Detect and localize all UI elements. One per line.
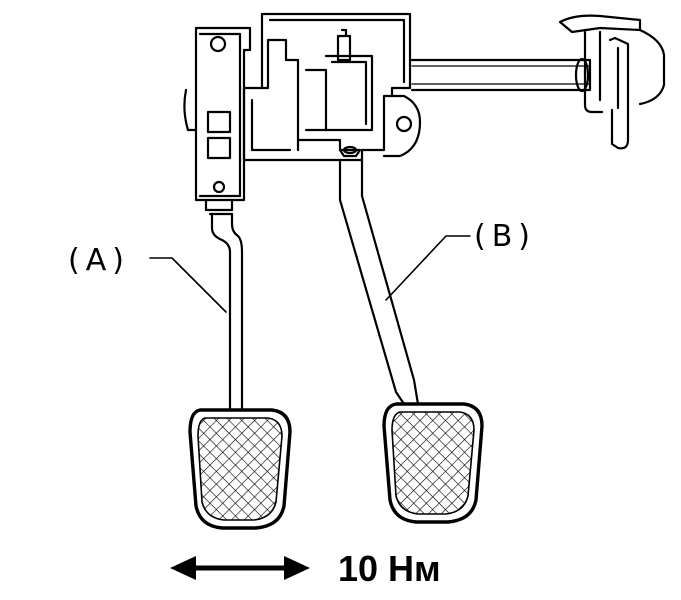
clutch-pedal-arm <box>210 212 244 412</box>
torque-value: 10 Нм <box>338 548 441 589</box>
brake-pedal-arm <box>338 158 420 406</box>
label-a: (A) <box>68 243 130 278</box>
pivot-shaft <box>410 58 592 92</box>
leader-line-a <box>149 257 227 313</box>
shaft-end-clip <box>558 14 666 150</box>
leader-line-b <box>385 235 471 301</box>
clutch-pedal-pad <box>188 408 292 530</box>
clutch-pedal-bracket <box>183 26 252 216</box>
brake-pedal-pad <box>382 402 484 524</box>
mounting-ear <box>382 94 422 158</box>
label-b: (B) <box>474 219 536 254</box>
pedal-box-housing <box>242 12 412 162</box>
double-arrow-icon <box>170 556 310 580</box>
